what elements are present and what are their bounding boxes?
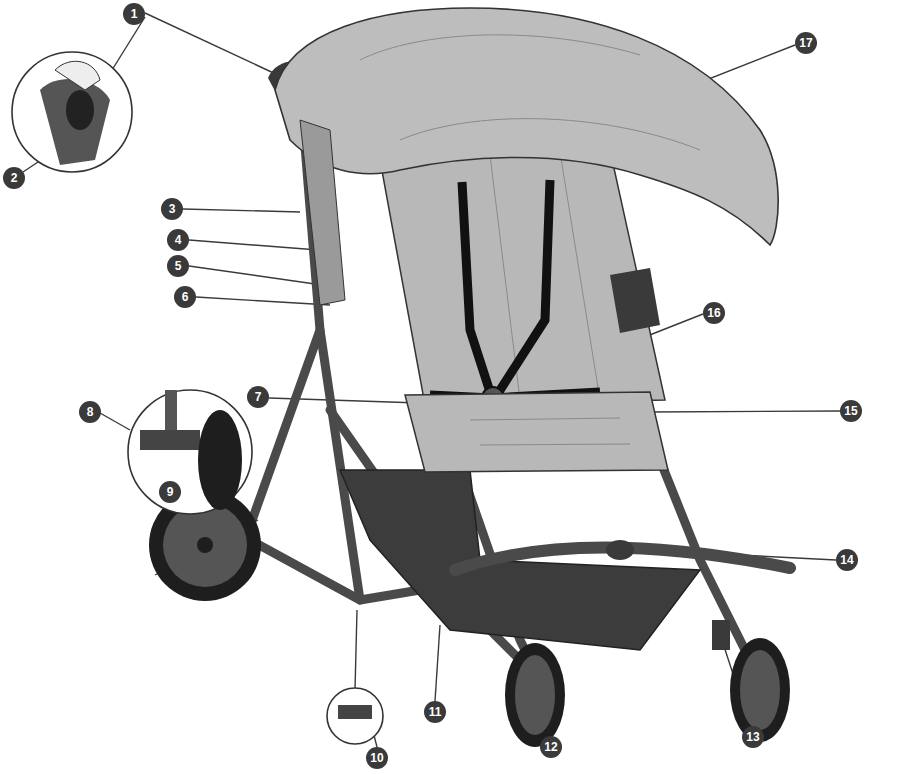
leader-line (23, 162, 38, 172)
callout-number: 8 (79, 401, 101, 423)
callout-number: 9 (159, 481, 181, 503)
canopy-seam (360, 35, 700, 150)
callout-number: 6 (174, 286, 196, 308)
hand (55, 61, 100, 90)
bumper-bar-latch (606, 540, 634, 560)
callout-number: 2 (3, 167, 25, 189)
canopy (275, 8, 778, 245)
front-wheel-hub (740, 650, 780, 730)
leader-line (650, 411, 840, 412)
leader-line (145, 13, 280, 76)
harness-strap (462, 182, 492, 398)
front-wheel (505, 643, 565, 747)
leader-line (355, 610, 357, 690)
callout-number: 1 (123, 3, 145, 25)
callout-number: 12 (540, 736, 562, 758)
frame-tube (320, 330, 360, 600)
wheel-detail (198, 410, 242, 510)
callout-number: 4 (167, 229, 189, 251)
detail-inset (327, 688, 383, 744)
storage-basket (340, 470, 700, 650)
seat-fabric (380, 150, 665, 405)
seat-side-panel (610, 268, 660, 333)
harness-strap (495, 180, 550, 398)
brake-pedal (338, 705, 372, 719)
callout-number: 13 (742, 726, 764, 748)
seat-pad (405, 392, 668, 472)
callout-number: 15 (840, 400, 862, 422)
seat-seam (560, 152, 600, 400)
seat-seam (480, 444, 630, 445)
leader-line (112, 17, 145, 70)
leader-line (435, 625, 440, 701)
rear-wheel-axle (197, 537, 213, 553)
release-button (66, 90, 94, 130)
leader-line (196, 297, 330, 305)
rear-wheel-hub (163, 503, 247, 587)
callout-number: 16 (703, 302, 725, 324)
callout-number: 7 (247, 386, 269, 408)
handle-detail (40, 79, 110, 165)
callout-number: 14 (836, 549, 858, 571)
seat-seam (470, 418, 620, 420)
leader-line (183, 209, 300, 212)
leader-line (189, 240, 318, 250)
swivel-lock (712, 620, 730, 650)
harness (430, 180, 600, 398)
callout-number: 17 (795, 32, 817, 54)
detail-inset (128, 390, 252, 514)
canopy-side (300, 120, 345, 305)
detail-inset (12, 52, 132, 172)
front-wheel (730, 638, 790, 742)
leader-line (189, 266, 322, 285)
callout-number: 11 (424, 701, 446, 723)
callout-number: 3 (161, 198, 183, 220)
brake-pedal (140, 430, 200, 450)
leader-line (100, 413, 130, 430)
front-wheel-hub (515, 655, 555, 735)
callout-number: 5 (167, 255, 189, 277)
callout-number: 10 (366, 747, 388, 769)
